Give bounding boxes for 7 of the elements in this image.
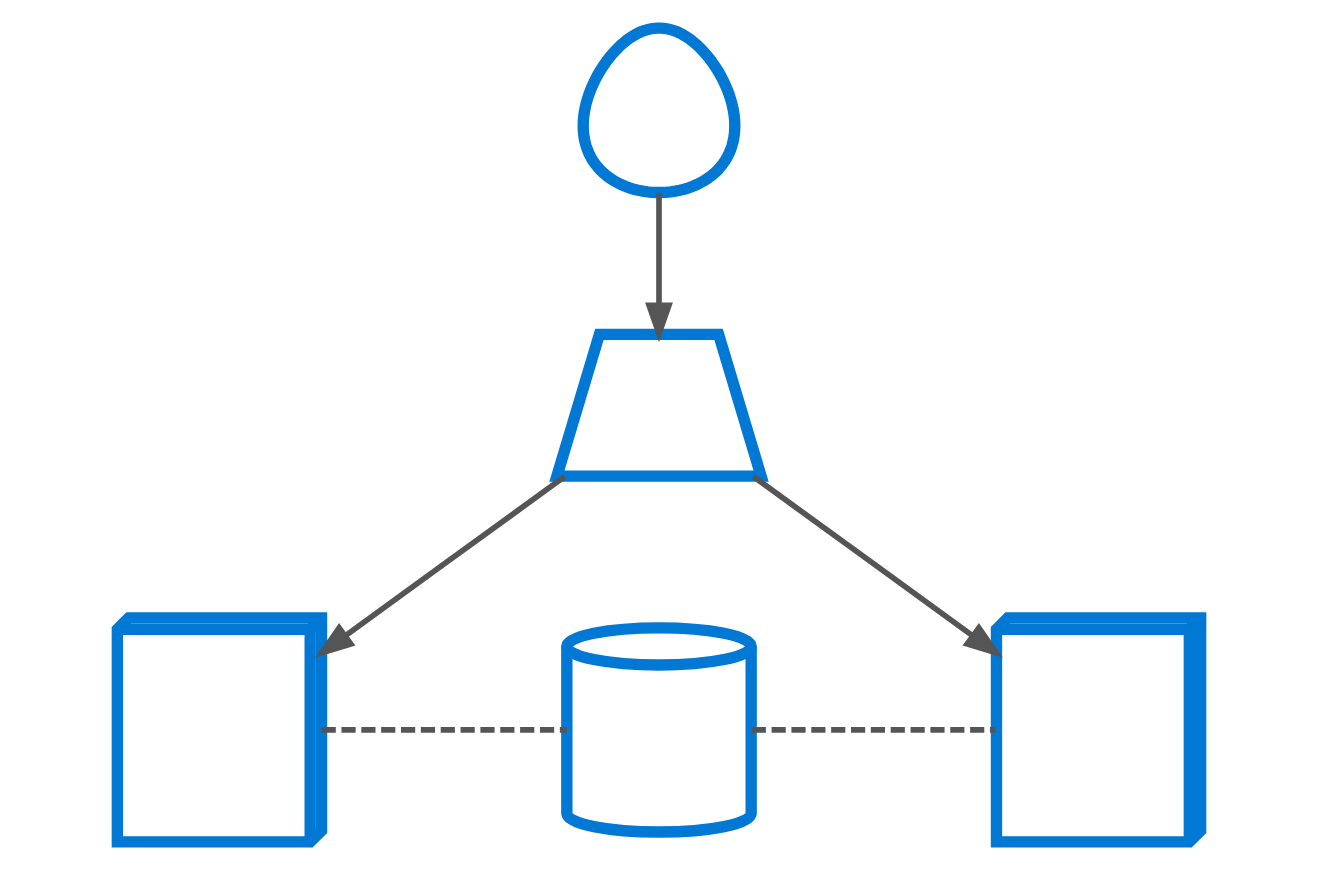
arrow xyxy=(315,474,567,658)
arrow xyxy=(751,474,1003,658)
arrow xyxy=(645,192,673,343)
node-picture xyxy=(549,328,769,482)
connector xyxy=(321,727,567,733)
node-person xyxy=(577,22,741,199)
connector xyxy=(751,727,996,733)
